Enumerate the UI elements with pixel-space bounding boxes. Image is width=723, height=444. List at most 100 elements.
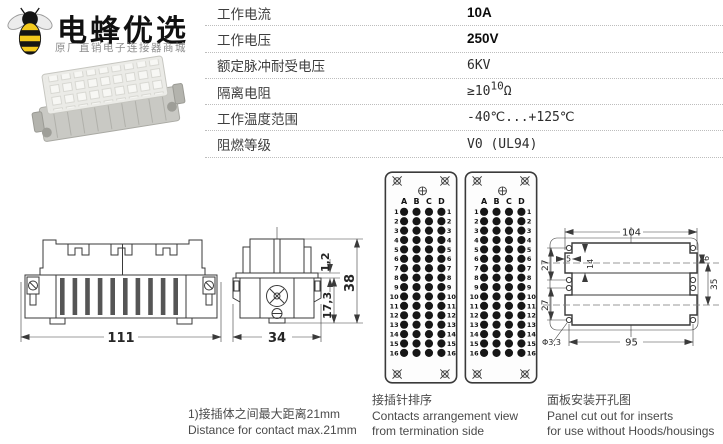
svg-text:11: 11 (390, 302, 399, 310)
arrangement-caption-en2: from termination side (372, 424, 485, 438)
spec-label: 隔离电阻 (217, 85, 271, 102)
svg-text:6: 6 (447, 255, 452, 263)
svg-text:13: 13 (527, 321, 536, 329)
svg-text:12: 12 (447, 312, 456, 320)
svg-text:4: 4 (474, 236, 479, 244)
svg-text:15: 15 (527, 340, 536, 348)
spec-label: 阻燃等级 (217, 138, 271, 155)
dim-flange-1-2-label: 1,2 (319, 253, 332, 273)
svg-text:13: 13 (390, 321, 399, 329)
dim-top-104-label: 104 (622, 228, 641, 239)
svg-text:1: 1 (447, 208, 452, 216)
side-view-drawing: 1,2 17,3 38 34 (232, 227, 363, 346)
svg-text:3: 3 (474, 227, 479, 235)
dim-notch-width-5-label: 5 (566, 255, 571, 264)
svg-text:D: D (438, 197, 445, 206)
brand-logo-subtext: 原厂直销电子连接器商城 (55, 42, 187, 54)
spec-value: 6KV (467, 57, 491, 73)
spec-value: -40℃...+125℃ (467, 110, 575, 126)
svg-text:10: 10 (447, 293, 456, 301)
svg-text:16: 16 (470, 349, 479, 357)
value-base: ≥10 (467, 84, 491, 100)
dim-notch-height-14-label: 14 (586, 259, 595, 269)
svg-text:8: 8 (474, 274, 479, 282)
svg-text:9: 9 (447, 283, 452, 291)
svg-text:16: 16 (390, 349, 399, 357)
value-unit: Ω (503, 84, 512, 100)
svg-text:12: 12 (470, 312, 479, 320)
svg-text:4: 4 (527, 236, 532, 244)
svg-text:2: 2 (394, 218, 399, 226)
svg-text:3: 3 (527, 227, 532, 235)
svg-text:5: 5 (474, 246, 479, 254)
svg-text:16: 16 (447, 349, 456, 357)
svg-text:A: A (401, 197, 408, 206)
spec-label: 工作温度范围 (217, 111, 298, 128)
svg-text:D: D (518, 197, 525, 206)
panel-cutout-drawing: 104 95 27 27 5 14 Φ3,3 35 6 (541, 227, 720, 349)
svg-text:14: 14 (527, 330, 536, 338)
svg-text:1: 1 (527, 208, 532, 216)
svg-text:14: 14 (470, 330, 479, 338)
svg-text:B: B (493, 197, 499, 206)
dim-height-38-label: 38 (343, 274, 358, 292)
dim-left-upper-27-label: 27 (541, 260, 551, 271)
arrangement-caption-cn: 接插针排序 (372, 393, 433, 407)
dim-hole-diameter-label: Φ3,3 (542, 338, 561, 347)
svg-text:8: 8 (394, 274, 399, 282)
spec-table: 工作电流 10A 工作电压 250V 额定脉冲耐受电压 6KV 隔离电阻 ≥10… (205, 0, 723, 158)
svg-text:14: 14 (390, 330, 399, 338)
cutout-caption-cn: 面板安装开孔图 (547, 393, 632, 407)
svg-text:11: 11 (470, 302, 479, 310)
svg-text:9: 9 (394, 283, 399, 291)
spec-label: 工作电流 (217, 6, 271, 23)
svg-text:8: 8 (447, 274, 452, 282)
spec-label: 额定脉冲耐受电压 (217, 59, 325, 76)
spec-value: V0 (UL94) (467, 136, 538, 152)
svg-text:12: 12 (390, 312, 399, 320)
spec-label: 工作电压 (217, 32, 271, 49)
svg-text:5: 5 (527, 246, 532, 254)
svg-text:11: 11 (527, 302, 536, 310)
spec-row-temperature-range: 工作温度范围 -40℃...+125℃ (205, 105, 723, 132)
svg-text:8: 8 (527, 274, 532, 282)
svg-text:2: 2 (527, 218, 532, 226)
spec-row-impulse-voltage: 额定脉冲耐受电压 6KV (205, 53, 723, 79)
svg-text:15: 15 (447, 340, 456, 348)
svg-text:5: 5 (447, 246, 452, 254)
svg-text:9: 9 (527, 283, 532, 291)
svg-text:3: 3 (447, 227, 452, 235)
dim-width-34-label: 34 (268, 331, 286, 346)
svg-text:9: 9 (474, 283, 479, 291)
front-view-ribs (60, 278, 178, 315)
cutout-caption: 面板安装开孔图 Panel cut out for inserts for us… (547, 393, 714, 440)
svg-text:11: 11 (447, 302, 456, 310)
svg-text:15: 15 (470, 340, 479, 348)
svg-text:7: 7 (394, 265, 399, 273)
spec-row-flammability: 阻燃等级 V0 (UL94) (205, 131, 723, 158)
svg-text:10: 10 (470, 293, 479, 301)
dim-left-lower-27-label: 27 (541, 300, 551, 311)
contact-distance-note-en: Distance for contact max.21mm (188, 422, 357, 437)
svg-text:13: 13 (470, 321, 479, 329)
value-exponent: 10 (490, 79, 504, 93)
svg-text:1: 1 (394, 208, 399, 216)
svg-text:A: A (481, 197, 488, 206)
svg-text:5: 5 (394, 246, 399, 254)
svg-text:12: 12 (527, 312, 536, 320)
dim-depth-17-3-label: 17,3 (321, 292, 334, 319)
svg-text:1: 1 (474, 208, 479, 216)
spec-value: 250V (467, 31, 499, 47)
dim-bottom-95-label: 95 (625, 338, 638, 349)
spec-row-working-current: 工作电流 10A (205, 0, 723, 27)
svg-text:15: 15 (390, 340, 399, 348)
arrangement-caption-en1: Contacts arrangement view (372, 408, 519, 423)
contact-distance-note-cn: 1)接插体之间最大距离21mm (188, 407, 341, 421)
svg-text:14: 14 (447, 330, 456, 338)
svg-text:4: 4 (394, 236, 399, 244)
bee-logo-icon (7, 7, 53, 55)
